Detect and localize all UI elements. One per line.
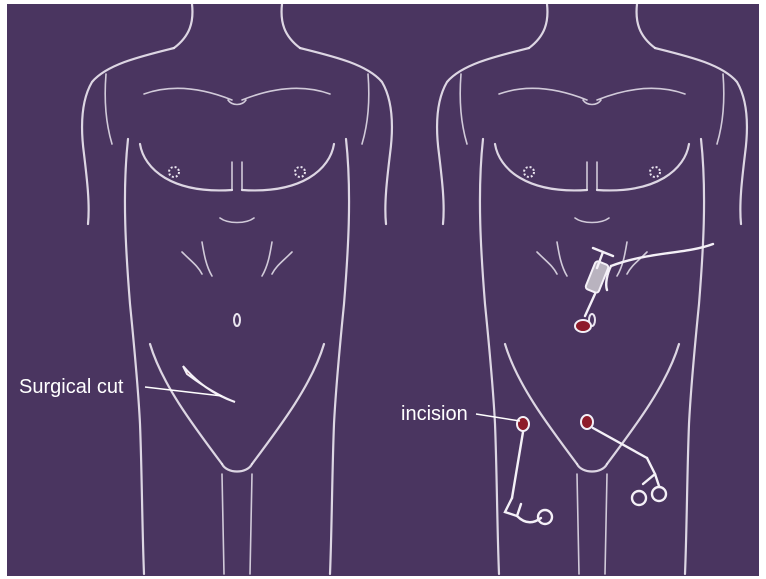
illustration-panel: Surgical cut incision [7,4,759,576]
incision-leader [476,414,520,421]
left-incision-port [505,417,552,524]
surgical-cut-wound [183,366,235,402]
incision-label: incision [401,403,468,426]
torso-diagrams [7,4,759,576]
right-incision-port [581,415,666,505]
surgical-cut-label: Surgical cut [19,376,124,399]
left-torso-figure [82,4,392,574]
surgical-cut-leader [145,387,222,396]
